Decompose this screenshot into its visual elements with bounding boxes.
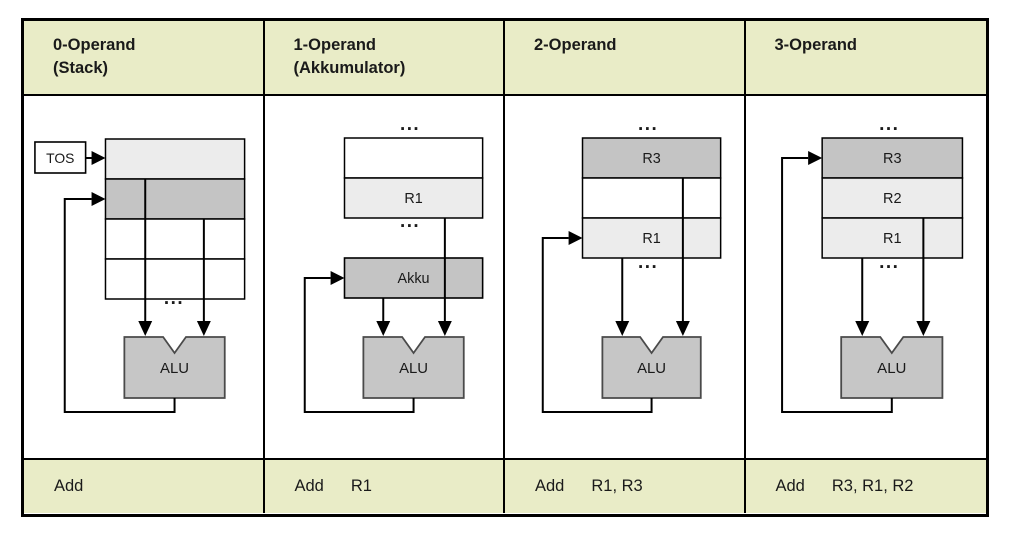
stack-cell-4 xyxy=(104,258,246,300)
register-label: R2 xyxy=(883,191,902,207)
header-2-operand: 2-Operand xyxy=(505,21,746,96)
arrowhead-right-icon xyxy=(568,231,583,245)
stack-cell-top xyxy=(104,138,246,180)
diagram-cell-2-operand: ... R3 R1 ... ALU xyxy=(505,96,746,458)
instruction-cell-2-operand: Add R1, R3 xyxy=(505,458,746,513)
alu-label: ALU xyxy=(160,360,189,377)
akkumulator-diagram: ... R1 ... Akku ALU xyxy=(303,114,483,413)
instruction-operands: R1 xyxy=(350,477,372,495)
tos-box xyxy=(34,141,87,174)
instruction-mnemonic: Add xyxy=(54,477,84,495)
two-operand-diagram: ... R3 R1 ... ALU xyxy=(541,114,722,413)
alu-shape xyxy=(123,336,226,399)
instruction-mnemonic: Add xyxy=(775,477,805,495)
header-1-operand: 1-Operand (Akkumulator) xyxy=(264,21,505,96)
ellipsis: ... xyxy=(879,114,899,135)
akku-label: Akku xyxy=(397,271,429,287)
alu-label: ALU xyxy=(399,360,428,377)
tos-label: TOS xyxy=(46,150,74,166)
result-feedback-line xyxy=(303,277,415,413)
register-cell-r1 xyxy=(581,217,722,259)
column-title: 2-Operand xyxy=(534,36,617,54)
arrowhead-down-icon xyxy=(375,321,390,336)
arrowhead-right-icon xyxy=(330,271,344,285)
instruction-operands: R3, R1, R2 xyxy=(831,477,914,495)
ellipsis: ... xyxy=(164,288,184,309)
instruction-cell-stack: Add xyxy=(24,458,265,513)
stack-cell-3 xyxy=(104,218,246,260)
result-feedback-line xyxy=(63,198,176,413)
alu-shape xyxy=(601,336,702,399)
result-feedback-line xyxy=(780,157,893,413)
alu-shape xyxy=(839,336,943,399)
register-cell-r1 xyxy=(820,217,963,259)
arrowhead-right-icon xyxy=(91,151,106,165)
header-0-operand: 0-Operand (Stack) xyxy=(24,21,265,96)
diagram-cell-stack: TOS ... ALU xyxy=(24,96,265,458)
header-3-operand: 3-Operand xyxy=(745,21,986,96)
instruction-mnemonic: Add xyxy=(294,477,324,495)
arrowhead-right-icon xyxy=(807,151,822,165)
register-cell xyxy=(343,137,483,179)
arrowhead-down-icon xyxy=(915,321,930,336)
instruction-mnemonic: Add xyxy=(535,477,565,495)
instruction-cell-3-operand: Add R3, R1, R2 xyxy=(745,458,986,513)
isa-comparison-table: 0-Operand (Stack) 1-Operand (Akkumulator… xyxy=(21,18,989,517)
arrowhead-down-icon xyxy=(196,321,211,336)
arrowhead-down-icon xyxy=(615,321,630,336)
register-label: R1 xyxy=(883,231,902,247)
alu-label: ALU xyxy=(877,360,906,377)
diagram-cell-akkumulator: ... R1 ... Akku ALU xyxy=(264,96,505,458)
ellipsis: ... xyxy=(879,252,899,273)
register-cell xyxy=(581,177,722,219)
register-label: R1 xyxy=(404,191,422,207)
ellipsis: ... xyxy=(638,252,658,273)
column-title: 1-Operand xyxy=(293,36,377,54)
alu-label: ALU xyxy=(637,360,666,377)
column-subtitle: (Akkumulator) xyxy=(293,59,406,77)
result-feedback-line xyxy=(541,237,653,413)
register-label: R1 xyxy=(642,231,660,247)
alu-shape xyxy=(361,336,465,399)
instruction-cell-akkumulator: Add R1 xyxy=(264,458,505,513)
arrowhead-down-icon xyxy=(437,321,452,336)
stack-cell-2 xyxy=(104,178,246,220)
register-cell-r2 xyxy=(820,177,963,219)
three-operand-diagram: ... R3 R2 R1 ... ALU xyxy=(780,114,963,413)
column-subtitle: (Stack) xyxy=(53,59,109,77)
diagram-cell-3-operand: ... R3 R2 R1 ... ALU xyxy=(745,96,986,458)
arrowhead-down-icon xyxy=(138,321,153,336)
ellipsis: ... xyxy=(399,114,419,135)
stack-diagram: TOS ... ALU xyxy=(34,138,246,413)
register-cell-r3 xyxy=(820,137,963,179)
arrowhead-right-icon xyxy=(91,192,106,206)
ellipsis: ... xyxy=(399,211,419,232)
arrowhead-down-icon xyxy=(675,321,690,336)
column-title: 0-Operand xyxy=(53,36,136,54)
instruction-operands: R1, R3 xyxy=(591,477,643,495)
register-cell-r1 xyxy=(343,177,483,219)
column-title: 3-Operand xyxy=(774,36,858,54)
register-cell-r3 xyxy=(581,137,722,179)
ellipsis: ... xyxy=(638,114,658,135)
register-label: R3 xyxy=(883,151,902,167)
arrowhead-down-icon xyxy=(854,321,869,336)
register-label: R3 xyxy=(642,151,660,167)
